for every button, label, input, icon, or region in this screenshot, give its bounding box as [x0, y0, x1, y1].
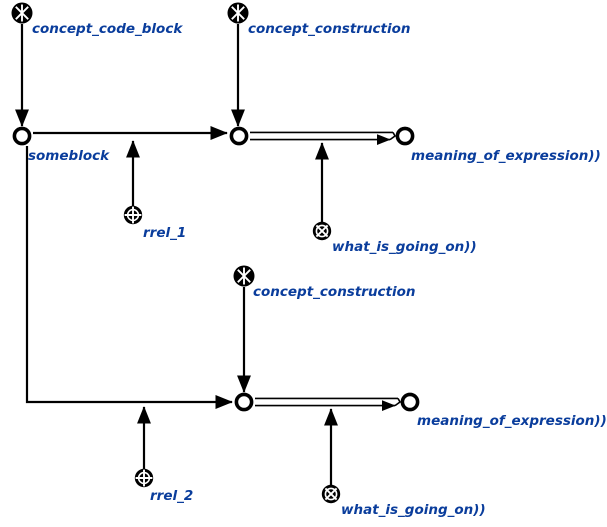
edge-junction-top-to-meaning-pair	[250, 131, 397, 146]
plus-ring	[126, 208, 140, 222]
node-junction-bottom[interactable]	[234, 392, 254, 412]
nodes-layer	[11, 2, 420, 504]
label-someblock: someblock	[28, 148, 110, 164]
edge-someblock-to-junction-bottom	[25, 146, 233, 410]
label-meaning-of-expression-top: meaning_of_expression))	[411, 148, 601, 164]
cross-glyph	[237, 267, 251, 285]
node-rrel-2[interactable]	[134, 468, 154, 488]
pair-line-cap-2	[394, 398, 402, 407]
circle-node-icon[interactable]	[12, 126, 32, 146]
cross-glyph	[15, 4, 29, 22]
node-what-is-going-on-bottom[interactable]	[321, 484, 341, 504]
label-meaning-of-expression-bottom: meaning_of_expression))	[417, 413, 607, 429]
edges-layer	[14, 24, 402, 485]
circle-node-icon[interactable]	[400, 392, 420, 412]
circle-node-icon[interactable]	[234, 392, 254, 412]
cross-ring	[324, 487, 338, 501]
node-concept-construction-top[interactable]	[227, 2, 249, 24]
node-concept-construction-bottom[interactable]	[233, 265, 255, 287]
cross-ring	[315, 224, 329, 238]
circle-node-icon[interactable]	[395, 126, 415, 146]
label-rrel-1: rrel_1	[143, 225, 186, 241]
node-concept-code-block[interactable]	[11, 2, 33, 24]
label-concept-construction-top: concept_construction	[248, 21, 411, 37]
circle-node-icon[interactable]	[229, 126, 249, 146]
pair-line-cap	[389, 132, 397, 141]
label-what-is-going-on-top: what_is_going_on))	[332, 239, 477, 255]
label-what-is-going-on-bottom: what_is_going_on))	[341, 502, 486, 518]
cross-glyph	[231, 4, 245, 22]
node-rrel-1[interactable]	[123, 205, 143, 225]
label-concept-code-block: concept_code_block	[32, 21, 183, 37]
node-what-is-going-on-top[interactable]	[312, 221, 332, 241]
label-rrel-2: rrel_2	[150, 488, 193, 504]
label-concept-construction-bottom: concept_construction	[253, 284, 416, 300]
plus-ring	[137, 471, 151, 485]
node-someblock[interactable]	[12, 126, 32, 146]
node-meaning-of-expression-top[interactable]	[395, 126, 415, 146]
labels-layer: concept_code_block concept_construction …	[28, 21, 607, 518]
node-junction-top[interactable]	[229, 126, 249, 146]
edge-junction-bottom-to-meaning-pair	[255, 397, 402, 412]
node-meaning-of-expression-bottom[interactable]	[400, 392, 420, 412]
